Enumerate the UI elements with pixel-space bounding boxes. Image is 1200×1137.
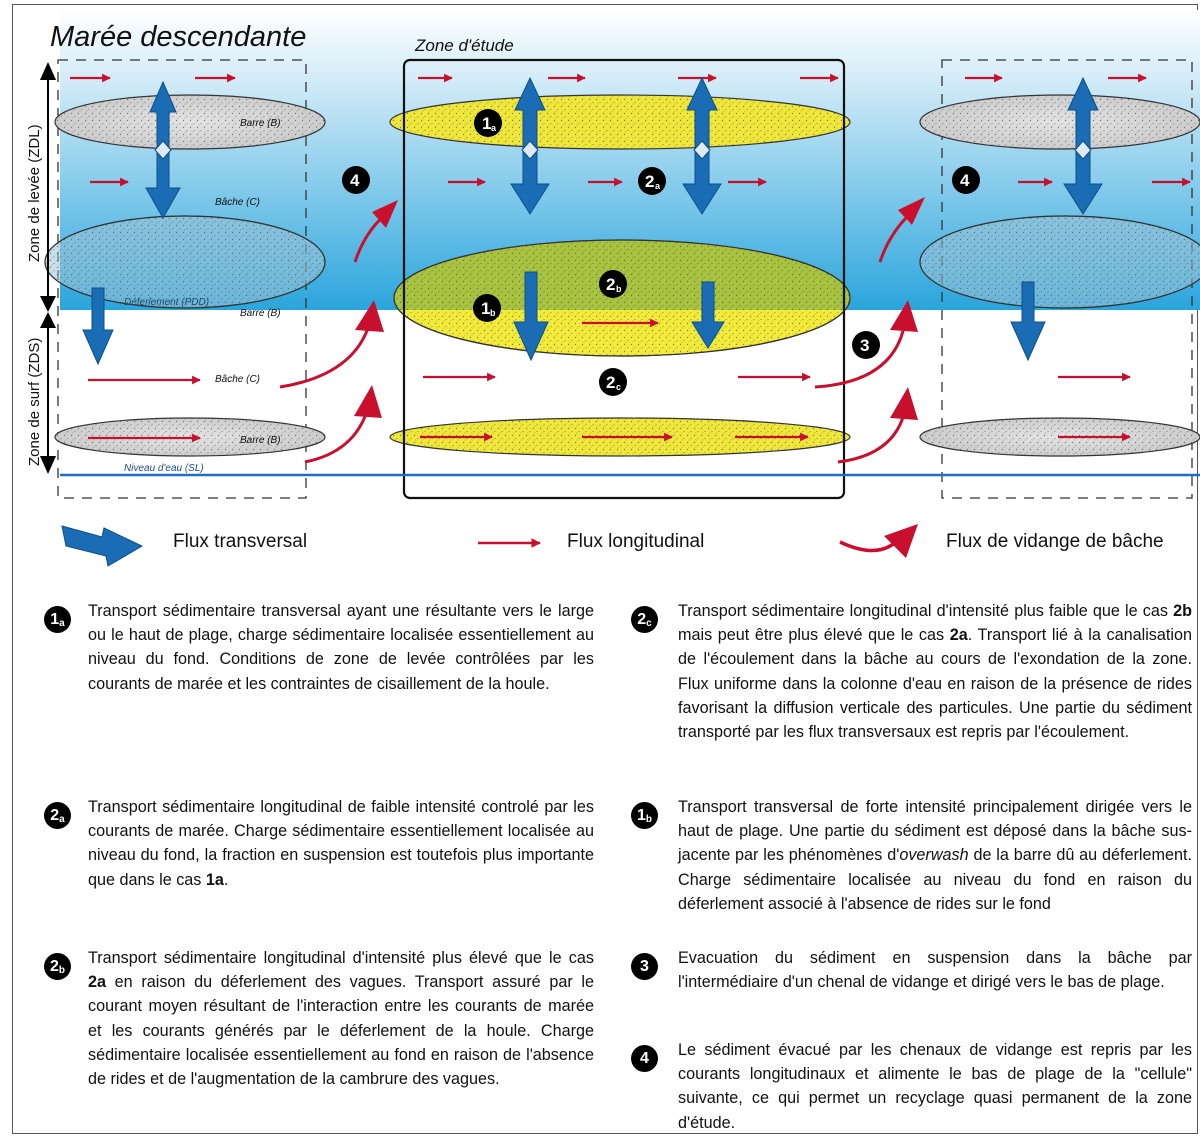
label-bache-mid: Bâche (C) <box>215 374 260 385</box>
marker-2b: 2 b <box>599 270 627 298</box>
label-deferlement: Déferlement (PDD) <box>124 297 209 308</box>
diamond-markers <box>154 140 1092 160</box>
legend-vidange-label: Flux de vidange de bâche <box>946 531 1164 552</box>
svg-text:4: 4 <box>960 171 970 190</box>
desc-1a: Transport sédimentaire transversal ayant… <box>88 602 594 693</box>
svg-text:a: a <box>491 123 497 133</box>
marker-1b: 1 b <box>473 294 501 322</box>
desc-2a: Transport sédimentaire longitudinal de f… <box>88 798 594 889</box>
legend-transversal-label: Flux transversal <box>173 531 308 552</box>
marker-4-right: 4 <box>952 166 980 194</box>
legend-longitudinal-label: Flux longitudinal <box>567 531 705 552</box>
svg-text:2: 2 <box>606 373 615 392</box>
diagram-title: Marée descendante <box>50 21 306 53</box>
bars <box>44 94 1200 457</box>
desc-2b: Transport sédimentaire longitudinal d'in… <box>88 949 594 1089</box>
desc-badge-2b: 2b <box>44 953 71 980</box>
svg-text:4: 4 <box>350 171 360 190</box>
beach-diagram: Zone de levée (ZDL) Zone de surf (ZDS) M… <box>26 10 1200 567</box>
figure-frame <box>12 4 1198 1134</box>
marker-4-left: 4 <box>342 166 370 194</box>
legend-transversal-icon <box>61 525 144 567</box>
zone-surf-label: Zone de surf (ZDS) <box>26 338 43 466</box>
desc-4: Le sédiment évacué par les chenaux de vi… <box>678 1041 1192 1132</box>
desc-3: Evacuation du sédiment en suspension dan… <box>678 949 1192 992</box>
label-niveau-eau: Niveau d'eau (SL) <box>124 463 204 474</box>
svg-text:2: 2 <box>645 172 654 191</box>
svg-text:c: c <box>616 382 621 392</box>
svg-text:2: 2 <box>606 275 615 294</box>
svg-text:1: 1 <box>481 299 490 318</box>
zone-levee-label: Zone de levée (ZDL) <box>26 124 43 262</box>
desc-badge-1a: 1a <box>44 606 71 633</box>
drainage-arrowheads <box>354 197 925 420</box>
study-zone-label: Zone d'étude <box>414 36 514 55</box>
svg-text:a: a <box>655 181 661 191</box>
svg-text:1: 1 <box>482 114 491 133</box>
desc-2c: Transport sédimentaire longitudinal d'in… <box>678 602 1192 742</box>
desc-badge-4: 4 <box>631 1045 658 1072</box>
numbered-markers: 1 a 2 a 2 b 1 b 2 c 4 4 <box>342 109 980 396</box>
zone-arrows <box>40 62 56 474</box>
desc-badge-3: 3 <box>631 953 658 980</box>
desc-1b: Transport transversal de forte intensité… <box>678 798 1192 913</box>
longitudinal-arrows <box>70 73 1191 443</box>
svg-text:b: b <box>490 308 496 318</box>
label-barre-bottom: Barre (B) <box>240 435 281 446</box>
desc-badge-2c: 2c <box>631 606 658 633</box>
marker-3: 3 <box>852 331 880 359</box>
marker-2c: 2 c <box>599 368 627 396</box>
desc-badge-1b: 1b <box>631 802 658 829</box>
svg-text:3: 3 <box>860 336 869 355</box>
label-barre-mid: Barre (B) <box>240 308 281 319</box>
marker-1a: 1 a <box>474 109 502 137</box>
label-bache-top: Bâche (C) <box>215 197 260 208</box>
legend-vidange-icon <box>839 524 918 558</box>
marker-2a: 2 a <box>638 167 666 195</box>
svg-text:b: b <box>616 284 622 294</box>
desc-badge-2a: 2a <box>44 802 71 829</box>
label-barre-top: Barre (B) <box>240 118 281 129</box>
study-zone-box <box>402 58 846 500</box>
